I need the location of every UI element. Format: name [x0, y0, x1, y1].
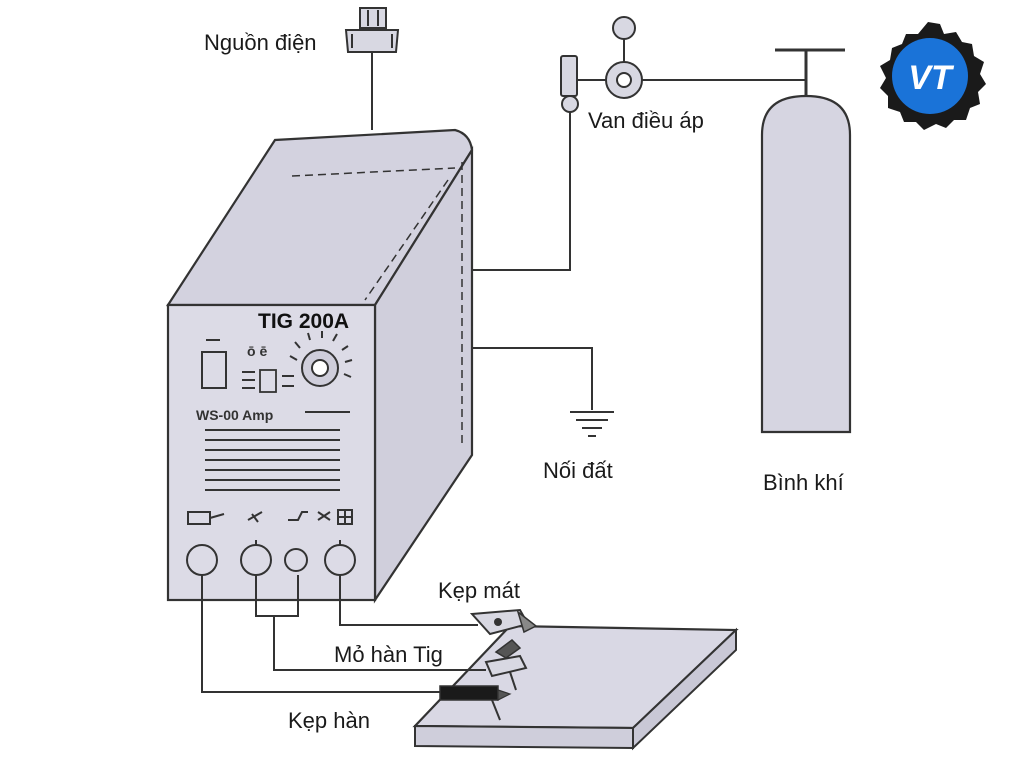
- torch-lead: [273, 616, 486, 671]
- gas-regulator: [560, 16, 807, 113]
- vt-logo: VT: [880, 22, 986, 130]
- electrode-cable: [201, 575, 452, 693]
- socket-gas: [284, 548, 308, 572]
- torch-cable: [255, 575, 299, 617]
- label-power-source: Nguồn điện: [204, 30, 317, 55]
- ground-wire: [472, 347, 593, 410]
- ground-symbol: [570, 411, 614, 437]
- label-gas-cylinder: Bình khí: [763, 470, 844, 495]
- electrode-holder: [439, 685, 512, 721]
- vent-grille: [205, 429, 340, 491]
- panel-text: WS-00 Amp: [196, 407, 273, 423]
- svg-text:VT: VT: [908, 59, 955, 97]
- current-knob: [289, 331, 353, 387]
- work-clamp-cable: [339, 575, 478, 626]
- welding-machine: TIG 200A ō ē WS-00 Amp: [165, 128, 474, 604]
- display-window: [201, 351, 227, 389]
- label-work-clamp: Kẹp mát: [438, 578, 520, 603]
- tig-torch: [484, 639, 528, 691]
- label-regulator: Van điều áp: [588, 108, 704, 133]
- label-electrode-holder: Kẹp hàn: [288, 708, 370, 733]
- gas-cylinder: [760, 48, 852, 434]
- gas-hose: [472, 100, 571, 271]
- machine-model: TIG 200A: [258, 310, 349, 333]
- work-clamp: [469, 608, 538, 636]
- label-ground: Nối đất: [543, 458, 613, 483]
- svg-text:ō ē: ō ē: [247, 343, 267, 359]
- workpiece-plate: [412, 624, 739, 751]
- power-plug: [344, 7, 400, 53]
- label-tig-torch: Mỏ hàn Tig: [334, 642, 443, 667]
